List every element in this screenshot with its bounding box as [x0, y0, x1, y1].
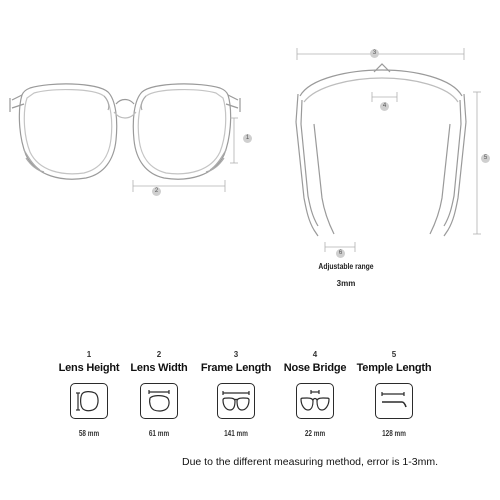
measurement-temple-length: 5 Temple Length 128 mm [349, 350, 439, 438]
measurement-error-note: Due to the different measuring method, e… [182, 456, 439, 468]
callout-lens-height: 1 [243, 134, 252, 143]
adjustable-range-value: 3mm [336, 279, 356, 288]
callout-adjustable-range: 6 [336, 249, 345, 258]
callout-temple-length: 5 [481, 154, 490, 163]
measurement-frame-length: 3 Frame Length 141 mm [191, 350, 281, 438]
measurement-value: 141 mm [224, 429, 248, 438]
lens-height-icon [70, 383, 108, 419]
measurement-label: Lens Height [58, 362, 120, 374]
measurement-number: 4 [312, 350, 318, 359]
measurement-label: Temple Length [356, 362, 432, 374]
nose-bridge-icon [296, 383, 334, 419]
callout-lens-width: 2 [152, 187, 161, 196]
callout-frame-length: 3 [370, 49, 379, 58]
temple-length-icon [375, 383, 413, 419]
glasses-top-view [295, 48, 481, 252]
measurement-nose-bridge: 4 Nose Bridge 22 mm [270, 350, 360, 438]
measurement-value: 58 mm [78, 429, 100, 438]
measurement-label: Frame Length [200, 362, 272, 374]
right-lens [132, 83, 232, 180]
measurement-lens-height: 1 Lens Height 58 mm [44, 350, 134, 438]
measurement-number: 5 [391, 350, 397, 359]
measurement-number: 1 [86, 350, 92, 359]
lens-width-icon [140, 383, 178, 419]
measurement-label: Nose Bridge [283, 362, 347, 374]
adjustable-range-label: Adjustable range [318, 262, 374, 271]
measurement-value: 128 mm [382, 429, 406, 438]
measurement-lens-width: 2 Lens Width 61 mm [114, 350, 204, 438]
callout-nose-bridge: 4 [380, 102, 389, 111]
measurement-label: Lens Width [130, 362, 188, 374]
measurement-number: 3 [233, 350, 239, 359]
frame-length-icon [217, 383, 255, 419]
left-lens [18, 83, 118, 180]
measurement-number: 2 [156, 350, 162, 359]
measurement-value: 22 mm [304, 429, 326, 438]
measurement-value: 61 mm [148, 429, 170, 438]
glasses-front-view [9, 83, 241, 192]
